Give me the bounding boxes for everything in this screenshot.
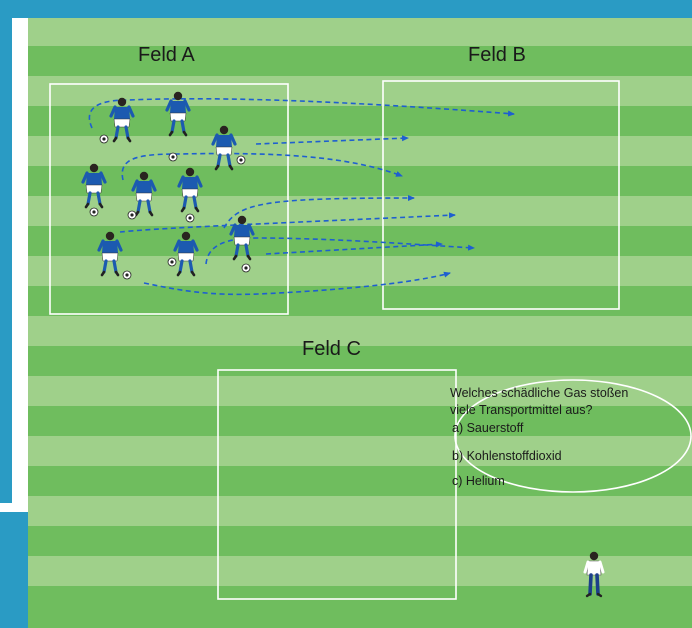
player-icon bbox=[99, 232, 121, 275]
run-arrow bbox=[144, 273, 450, 294]
soccer-pitch: Feld A Feld B Feld C Welches schädliche … bbox=[28, 18, 692, 628]
field-c-label: Feld C bbox=[302, 338, 361, 361]
field-b-box bbox=[383, 81, 619, 309]
ball-icon bbox=[186, 214, 194, 222]
corner-block bbox=[0, 512, 28, 628]
ball-icon bbox=[237, 156, 245, 164]
ball-icon bbox=[90, 208, 98, 216]
field-b-label: Feld B bbox=[468, 44, 526, 67]
ball-icon bbox=[169, 153, 177, 161]
top-border bbox=[0, 0, 692, 18]
player-icon bbox=[175, 232, 197, 275]
ball-icon bbox=[128, 211, 136, 219]
run-arrow bbox=[266, 244, 442, 254]
field-a-box bbox=[50, 84, 288, 314]
ball-icon bbox=[242, 264, 250, 272]
run-arrow bbox=[89, 99, 514, 128]
player-icon bbox=[179, 168, 201, 211]
run-arrow bbox=[122, 154, 402, 180]
player-icon bbox=[231, 216, 253, 259]
ball-icon bbox=[123, 271, 131, 279]
field-c-box bbox=[218, 370, 456, 599]
player-icon bbox=[83, 164, 105, 207]
ball-icon bbox=[100, 135, 108, 143]
player-icon bbox=[213, 126, 235, 169]
left-border bbox=[0, 18, 12, 503]
quiz-question-line-1: Welches schädliche Gas stoßen bbox=[450, 386, 628, 400]
quiz-question-line-2: viele Transportmittel aus? bbox=[450, 403, 592, 417]
quiz-option-b: b) Kohlenstoffdioxid bbox=[452, 449, 562, 463]
player-icon bbox=[167, 92, 189, 135]
drill-diagram bbox=[28, 18, 692, 628]
ball-icon bbox=[168, 258, 176, 266]
coach-icon bbox=[585, 552, 603, 596]
player-icon bbox=[133, 172, 155, 215]
player-icon bbox=[111, 98, 133, 141]
quiz-option-c: c) Helium bbox=[452, 474, 505, 488]
run-arrow bbox=[256, 138, 408, 144]
field-a-label: Feld A bbox=[138, 44, 195, 67]
quiz-option-a: a) Sauerstoff bbox=[452, 421, 523, 435]
run-arrow bbox=[224, 198, 414, 228]
